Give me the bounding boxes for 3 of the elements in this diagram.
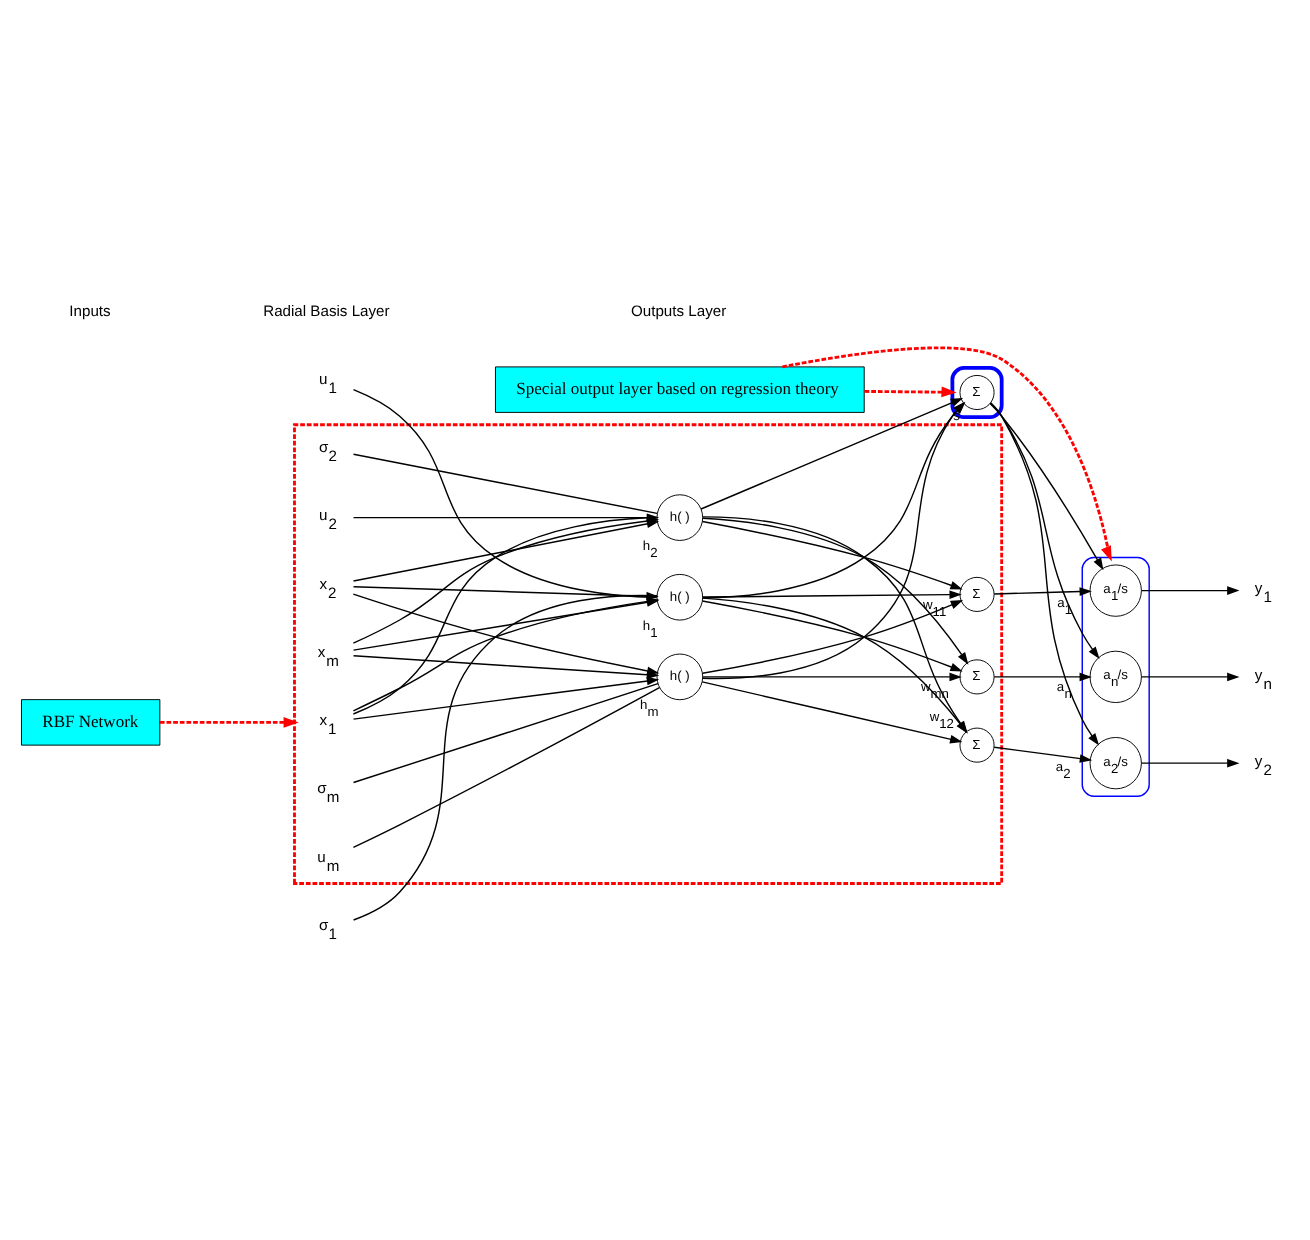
label: Inputs: [69, 302, 111, 321]
label: Radial Basis Layer: [263, 302, 390, 321]
label: Outputs Layer: [631, 302, 727, 321]
